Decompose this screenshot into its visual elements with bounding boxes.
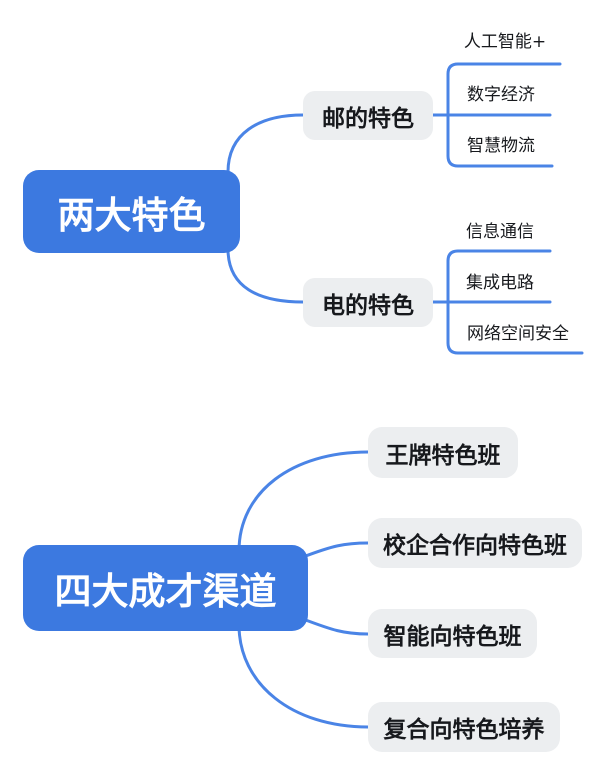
child-node-school-enterprise-class[interactable]: 校企合作向特色班 [368,518,582,568]
child-node-composite-training[interactable]: 复合向特色培养 [368,702,560,752]
root-node-two-features[interactable]: 两大特色 [23,170,240,253]
leaf-smart-logistics[interactable]: 智慧物流 [467,136,535,156]
connector-root1-to-mail [226,113,305,174]
leaf-info-communication[interactable]: 信息通信 [466,222,534,242]
branch-node-mail-features[interactable]: 邮的特色 [303,91,433,140]
child-node-ace-class[interactable]: 王牌特色班 [368,427,518,478]
connector-root2-to-class1 [237,450,370,553]
leaf-integrated-circuits[interactable]: 集成电路 [466,273,534,293]
child-node-intelligence-class[interactable]: 智能向特色班 [368,609,537,658]
leaf-cyberspace-security[interactable]: 网络空间安全 [467,324,569,344]
connector-root2-to-class2 [301,541,370,559]
branch-node-elec-features[interactable]: 电的特色 [303,278,433,327]
connector-root1-to-elec [226,247,305,304]
leaf-ai-plus[interactable]: 人工智能+ [463,32,547,52]
root-node-four-channels[interactable]: 四大成才渠道 [23,545,308,631]
connector-root2-to-class3 [301,617,370,636]
leaf-digital-economy[interactable]: 数字经济 [467,85,535,105]
connector-root2-to-class4 [237,623,370,729]
